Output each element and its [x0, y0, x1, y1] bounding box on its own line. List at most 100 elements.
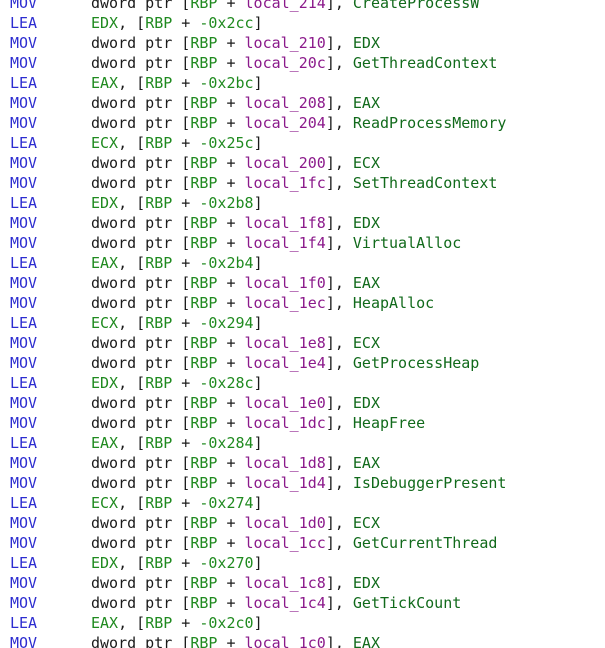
- instruction-row[interactable]: MOV dword ptr [RBP + local_204], ReadPro…: [0, 114, 605, 140]
- mnemonic: LEA: [10, 254, 38, 272]
- base-register: RBP: [190, 414, 218, 432]
- mnemonic: LEA: [10, 374, 38, 392]
- instruction-row[interactable]: LEA EAX, [RBP + -0x284]: [0, 434, 605, 460]
- operands: EDX, [RBP + -0x28c]: [91, 374, 263, 392]
- mnemonic: MOV: [10, 174, 38, 192]
- local-variable[interactable]: local_1cc: [244, 534, 326, 552]
- instruction-row[interactable]: LEA ECX, [RBP + -0x274]: [0, 494, 605, 520]
- instruction-row[interactable]: LEA EAX, [RBP + -0x2c0]: [0, 614, 605, 640]
- instruction-row[interactable]: MOV dword ptr [RBP + local_1cc], GetCurr…: [0, 534, 605, 560]
- instruction-row[interactable]: MOV dword ptr [RBP + local_1e8], ECX: [0, 334, 605, 360]
- size-keyword: dword ptr: [91, 214, 173, 232]
- source-operand[interactable]: EDX: [352, 394, 380, 412]
- source-operand[interactable]: ECX: [352, 514, 380, 532]
- source-operand[interactable]: EDX: [352, 574, 380, 592]
- local-variable[interactable]: local_1d0: [244, 514, 326, 532]
- instruction-row[interactable]: MOV dword ptr [RBP + local_1e4], GetProc…: [0, 354, 605, 380]
- instruction-row[interactable]: MOV dword ptr [RBP + local_1f0], EAX: [0, 274, 605, 300]
- mnemonic: MOV: [10, 534, 38, 552]
- mnemonic: MOV: [10, 514, 38, 532]
- local-variable[interactable]: local_1dc: [244, 414, 326, 432]
- operands: ECX, [RBP + -0x25c]: [91, 134, 263, 152]
- instruction-row[interactable]: MOV dword ptr [RBP + local_1f4], Virtual…: [0, 234, 605, 260]
- source-operand[interactable]: IsDebuggerPresent: [352, 474, 507, 492]
- source-operand[interactable]: GetTickCount: [352, 594, 462, 612]
- source-operand[interactable]: EAX: [352, 454, 380, 472]
- base-register: RBP: [145, 254, 173, 272]
- local-variable[interactable]: local_214: [244, 0, 326, 12]
- local-variable[interactable]: local_1f4: [244, 234, 326, 252]
- local-variable[interactable]: local_1d8: [244, 454, 326, 472]
- local-variable[interactable]: local_1fc: [244, 174, 326, 192]
- source-operand[interactable]: SetThreadContext: [352, 174, 498, 192]
- local-variable[interactable]: local_1f8: [244, 214, 326, 232]
- mnemonic: MOV: [10, 454, 38, 472]
- stack-offset: -0x274: [199, 494, 254, 512]
- instruction-row[interactable]: LEA EDX, [RBP + -0x28c]: [0, 374, 605, 400]
- source-operand[interactable]: ECX: [352, 154, 380, 172]
- base-register: RBP: [190, 34, 218, 52]
- source-operand[interactable]: EAX: [352, 274, 380, 292]
- local-variable[interactable]: local_20c: [244, 54, 326, 72]
- instruction-row[interactable]: MOV dword ptr [RBP + local_1c0], EAX: [0, 634, 605, 648]
- instruction-row[interactable]: MOV dword ptr [RBP + local_1d0], ECX: [0, 514, 605, 540]
- instruction-row[interactable]: LEA EDX, [RBP + -0x270]: [0, 554, 605, 580]
- local-variable[interactable]: local_1e4: [244, 354, 326, 372]
- source-operand[interactable]: VirtualAlloc: [352, 234, 462, 252]
- local-variable[interactable]: local_204: [244, 114, 326, 132]
- instruction-row[interactable]: MOV dword ptr [RBP + local_1f8], EDX: [0, 214, 605, 240]
- local-variable[interactable]: local_1ec: [244, 294, 326, 312]
- instruction-row[interactable]: MOV dword ptr [RBP + local_1d4], IsDebug…: [0, 474, 605, 500]
- operands: dword ptr [RBP + local_210], EDX: [91, 34, 380, 52]
- instruction-row[interactable]: MOV dword ptr [RBP + local_210], EDX: [0, 34, 605, 60]
- local-variable[interactable]: local_1d4: [244, 474, 326, 492]
- local-variable[interactable]: local_210: [244, 34, 326, 52]
- instruction-row[interactable]: LEA EAX, [RBP + -0x2b4]: [0, 254, 605, 280]
- source-operand[interactable]: EAX: [352, 634, 380, 648]
- source-operand[interactable]: GetThreadContext: [352, 54, 498, 72]
- instruction-row[interactable]: LEA EDX, [RBP + -0x2cc]: [0, 14, 605, 40]
- local-variable[interactable]: local_1c8: [244, 574, 326, 592]
- local-variable[interactable]: local_1e0: [244, 394, 326, 412]
- instruction-row[interactable]: MOV dword ptr [RBP + local_1fc], SetThre…: [0, 174, 605, 200]
- instruction-row[interactable]: LEA EAX, [RBP + -0x2bc]: [0, 74, 605, 100]
- mnemonic: LEA: [10, 14, 38, 32]
- instruction-row[interactable]: MOV dword ptr [RBP + local_214], CreateP…: [0, 0, 605, 20]
- instruction-row[interactable]: MOV dword ptr [RBP + local_1d8], EAX: [0, 454, 605, 480]
- local-variable[interactable]: local_1f0: [244, 274, 326, 292]
- source-operand[interactable]: HeapFree: [352, 414, 426, 432]
- size-keyword: dword ptr: [91, 534, 173, 552]
- instruction-row[interactable]: MOV dword ptr [RBP + local_200], ECX: [0, 154, 605, 180]
- instruction-row[interactable]: MOV dword ptr [RBP + local_1ec], HeapAll…: [0, 294, 605, 320]
- source-operand[interactable]: ReadProcessMemory: [352, 114, 507, 132]
- size-keyword: dword ptr: [91, 94, 173, 112]
- instruction-row[interactable]: LEA EDX, [RBP + -0x2b8]: [0, 194, 605, 220]
- instruction-row[interactable]: MOV dword ptr [RBP + local_1e0], EDX: [0, 394, 605, 420]
- base-register: RBP: [145, 434, 173, 452]
- local-variable[interactable]: local_208: [244, 94, 326, 112]
- source-operand[interactable]: ECX: [352, 334, 380, 352]
- source-operand[interactable]: EDX: [352, 214, 380, 232]
- source-operand[interactable]: CreateProcessW: [352, 0, 480, 12]
- local-variable[interactable]: local_1c0: [244, 634, 326, 648]
- source-operand[interactable]: EAX: [352, 94, 380, 112]
- instruction-row[interactable]: MOV dword ptr [RBP + local_20c], GetThre…: [0, 54, 605, 80]
- instruction-row[interactable]: MOV dword ptr [RBP + local_208], EAX: [0, 94, 605, 120]
- operands: dword ptr [RBP + local_1c8], EDX: [91, 574, 380, 592]
- instruction-row[interactable]: MOV dword ptr [RBP + local_1c4], GetTick…: [0, 594, 605, 620]
- instruction-row[interactable]: LEA ECX, [RBP + -0x25c]: [0, 134, 605, 160]
- local-variable[interactable]: local_200: [244, 154, 326, 172]
- instruction-row[interactable]: MOV dword ptr [RBP + local_1c8], EDX: [0, 574, 605, 600]
- destination-register: EAX: [91, 74, 119, 92]
- instruction-row[interactable]: LEA ECX, [RBP + -0x294]: [0, 314, 605, 340]
- local-variable[interactable]: local_1c4: [244, 594, 326, 612]
- local-variable[interactable]: local_1e8: [244, 334, 326, 352]
- source-operand[interactable]: GetProcessHeap: [352, 354, 480, 372]
- size-keyword: dword ptr: [91, 174, 173, 192]
- source-operand[interactable]: HeapAlloc: [352, 294, 435, 312]
- source-operand[interactable]: GetCurrentThread: [352, 534, 498, 552]
- source-operand[interactable]: EDX: [352, 34, 380, 52]
- instruction-row[interactable]: MOV dword ptr [RBP + local_1dc], HeapFre…: [0, 414, 605, 440]
- size-keyword: dword ptr: [91, 154, 173, 172]
